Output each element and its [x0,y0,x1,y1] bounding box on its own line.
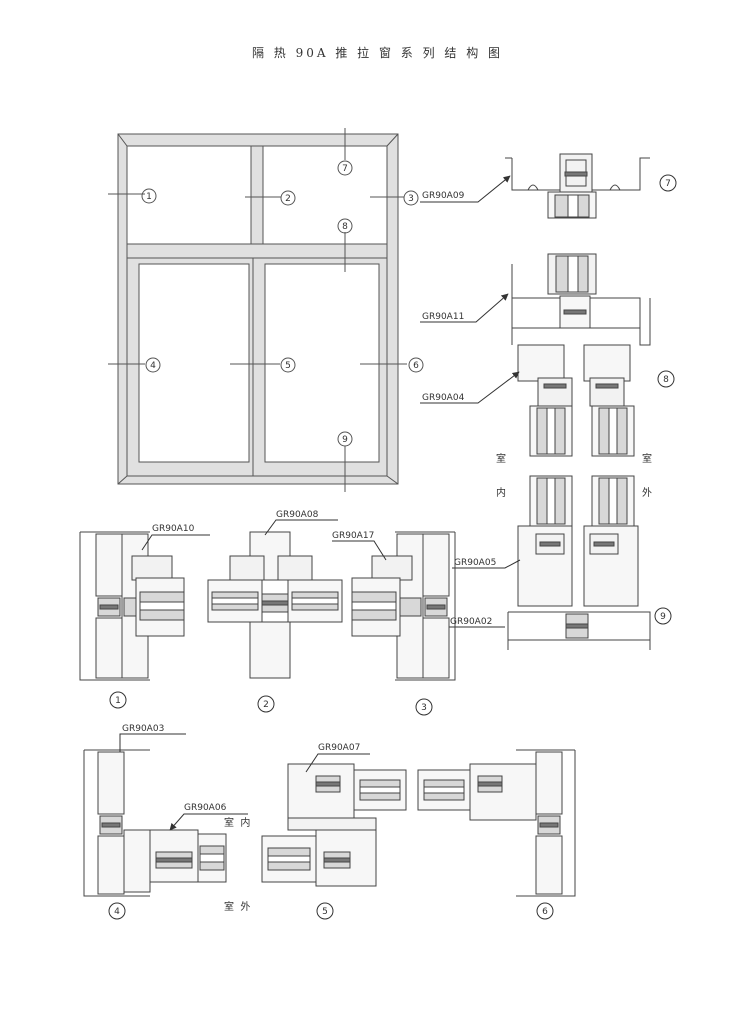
marker-8: 8 [342,222,348,232]
label-gr90a03: GR90A03 [122,724,164,734]
outdoor-label: 室 外 [224,900,250,913]
section-number-2: 2 [263,700,269,710]
marker-7: 7 [342,164,348,174]
section-number-9: 9 [660,612,666,622]
section-8-drawing [511,253,651,457]
outdoor-char-2: 外 [642,487,652,499]
label-gr90a04: GR90A04 [422,393,465,403]
marker-9: 9 [342,435,348,445]
label-gr90a11: GR90A11 [422,312,464,322]
label-gr90a07: GR90A07 [318,743,360,753]
drawing-title: 隔 热 90A 推 拉 窗 系 列 结 构 图 [251,46,504,60]
section-1-2-3-leaders [109,519,433,716]
section-5-drawing [261,763,407,887]
marker-3: 3 [408,194,414,204]
marker-5: 5 [285,361,291,371]
section-number-5: 5 [322,907,328,917]
section-number-1: 1 [115,696,121,706]
label-gr90a02: GR90A02 [450,617,492,627]
section-9-drawing [507,475,651,650]
section-number-7: 7 [665,179,671,189]
label-gr90a17: GR90A17 [332,531,374,541]
marker-1: 1 [146,192,152,202]
section-4-5-6-leaders [108,733,554,920]
section-1-drawing [79,531,185,681]
outdoor-char-1: 室 [642,452,652,465]
marker-2: 2 [285,194,291,204]
label-gr90a10: GR90A10 [152,524,195,534]
section-4-drawing [83,749,227,897]
section-3-drawing [351,531,456,681]
section-number-3: 3 [421,703,427,713]
window-elevation [108,128,424,492]
indoor-char-2: 内 [496,486,506,499]
section-1-2-3-labels: GR90A10 GR90A08 GR90A17 1 2 3 [115,510,427,713]
section-7-8-9-labels: GR90A09 GR90A11 GR90A04 GR90A05 GR90A02 … [422,179,671,627]
section-7-8-9-leaders [420,174,677,628]
section-number-8: 8 [663,375,669,385]
section-4-5-6-labels: GR90A03 GR90A06 GR90A07 室 内 室 外 4 5 6 [114,724,548,917]
indoor-label: 室 内 [224,816,250,829]
section-6-drawing [417,749,576,897]
label-gr90a06: GR90A06 [184,803,227,813]
label-gr90a05: GR90A05 [454,558,496,568]
section-number-4: 4 [114,907,120,917]
indoor-char-1: 室 [496,452,506,465]
label-gr90a08: GR90A08 [276,510,319,520]
marker-4: 4 [150,361,156,371]
elevation-marker-labels: 1 2 3 4 5 6 7 8 9 [146,164,419,445]
section-number-6: 6 [542,907,548,917]
section-7-drawing [505,153,650,219]
section-2-drawing [207,531,343,679]
label-gr90a09: GR90A09 [422,191,465,201]
marker-6: 6 [413,361,419,371]
